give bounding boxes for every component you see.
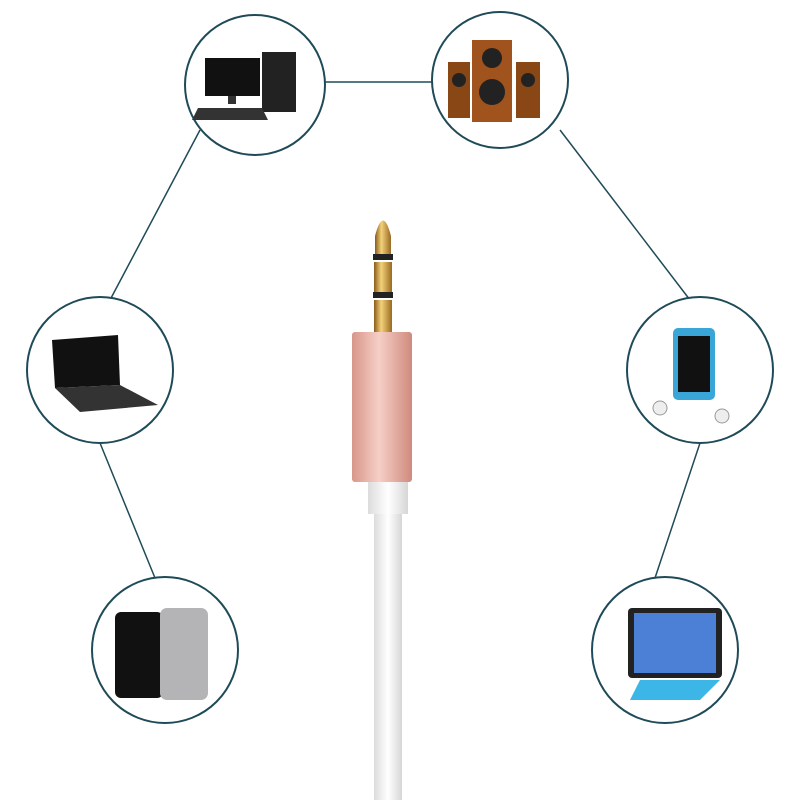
- audio-jack-plug: [352, 220, 412, 800]
- laptop-icon: [26, 296, 174, 444]
- tablet-icon: [591, 576, 739, 724]
- speakers-icon: [431, 11, 569, 149]
- mp3-player-earphones-icon: [626, 296, 774, 444]
- smartphones-icon: [91, 576, 239, 724]
- desktop-computer-icon: [184, 14, 326, 156]
- connector-lines: [99, 81, 701, 579]
